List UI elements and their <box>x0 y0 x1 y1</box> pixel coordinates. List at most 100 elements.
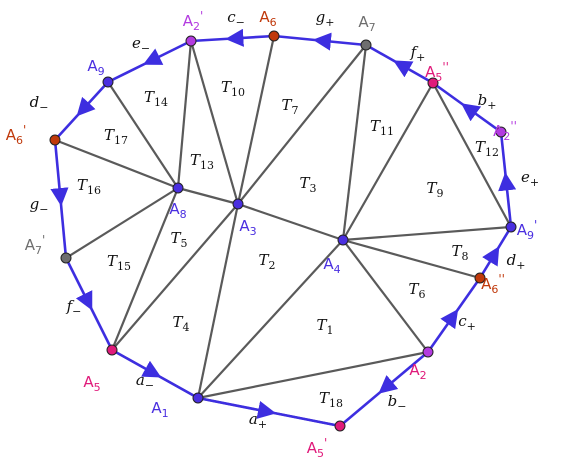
vertex-label-A9: A9 <box>87 57 104 78</box>
vertex-label-A5pp: A5'' <box>425 60 449 84</box>
boundary-edge-A1-A5p <box>197 396 341 428</box>
edge-A3-A2p <box>189 40 240 205</box>
edge-A8-A2p <box>176 40 193 189</box>
triangle-label-13: T13 <box>190 151 214 172</box>
edge-label-c-minus: c− <box>227 8 245 29</box>
vertex-A3 <box>232 198 244 210</box>
edge-A4-A9p <box>342 225 512 242</box>
boundary-edge-A2-A6pp <box>426 277 482 353</box>
triangle-label-17: T17 <box>104 126 128 147</box>
triangle-label-14: T14 <box>144 88 168 109</box>
triangle-labels: T1T2T3T4T5T6T7T8T9T10T11T12T13T14T15T16T… <box>77 78 499 410</box>
triangle-label-5: T5 <box>170 229 187 250</box>
triangle-label-8: T8 <box>451 242 468 263</box>
triangle-label-11: T11 <box>370 117 394 138</box>
triangle-label-1: T1 <box>316 316 333 337</box>
vertex-A1 <box>192 392 204 404</box>
edge-A3-A6 <box>236 35 276 205</box>
edge-A4-A5pp <box>342 82 434 241</box>
vertex-label-A6: A6 <box>259 8 276 29</box>
edge-label-f-minus: f− <box>66 297 82 318</box>
vertex-A7p <box>60 252 72 264</box>
boundary-edge-A2p-A9 <box>107 39 192 84</box>
vertex-A4 <box>337 234 349 246</box>
triangle-label-7: T7 <box>281 96 298 117</box>
vertex-label-A7: A7 <box>358 13 375 34</box>
boundary-edges <box>50 28 517 428</box>
edge-label-e-plus: e+ <box>521 168 539 189</box>
vertex-label-A2p: A2' <box>183 9 204 33</box>
edge-label-a-minus: a− <box>136 371 154 392</box>
triangle-label-6: T6 <box>408 280 425 301</box>
boundary-edge-A5pp-A7 <box>365 43 434 85</box>
edge-label-g-minus: g− <box>30 195 49 216</box>
vertex-label-A9p: A9' <box>517 218 538 242</box>
vertex-labels: A1A2A3A4A5A5'A5''A6A6'A6''A7A7'A8A9A9'A2… <box>6 8 538 460</box>
edge-A1-A4 <box>197 239 344 399</box>
vertex-A2pp <box>495 126 507 138</box>
edge-A1-A3 <box>196 203 240 399</box>
vertex-A6 <box>268 30 280 42</box>
vertex-label-A2: A2 <box>409 361 426 382</box>
vertex-label-A6p: A6' <box>6 123 27 147</box>
edge-A3-A7 <box>237 44 367 205</box>
vertex-A6pp <box>474 272 486 284</box>
edge-label-b-minus: b− <box>388 392 407 413</box>
triangle-label-12: T12 <box>475 138 499 159</box>
vertex-A2p <box>185 35 197 47</box>
boundary-edge-A6p-A7p <box>50 139 69 259</box>
vertex-label-A5: A5 <box>83 373 100 394</box>
edge-A8-A7p <box>65 187 179 259</box>
triangle-label-10: T10 <box>221 78 245 99</box>
edge-A5pp-A9p <box>432 82 512 228</box>
vertex-label-A6pp: A6'' <box>481 272 505 296</box>
edge-label-c-plus: c+ <box>458 312 476 333</box>
vertex-label-A4: A4 <box>323 255 340 276</box>
edge-labels: a+ a− b− b+ c+ c− d+ d− e+ e− f+ f− g+ g− <box>30 8 539 431</box>
edge-label-f-plus: f+ <box>410 43 426 64</box>
vertex-label-A5p: A5' <box>307 436 328 460</box>
boundary-edge-A2-A5p <box>339 351 429 427</box>
triangle-label-9: T9 <box>426 179 443 200</box>
edge-label-e-minus: e− <box>132 34 150 55</box>
vertex-label-A3: A3 <box>239 217 256 238</box>
vertex-A8 <box>172 182 184 194</box>
edge-A8-A3 <box>177 186 239 206</box>
interior-edges <box>54 35 512 428</box>
triangle-label-3: T3 <box>299 174 316 195</box>
triangle-label-4: T4 <box>172 313 189 334</box>
triangle-label-15: T15 <box>107 252 131 273</box>
edge-A5-A8 <box>110 187 180 351</box>
boundary-edge-A6pp-A9p <box>478 226 513 279</box>
vertex-label-A2pp: A2'' <box>493 119 517 143</box>
triangle-label-18: T18 <box>319 389 343 410</box>
vertex-A9 <box>102 76 114 88</box>
edge-A2-A4 <box>342 239 429 353</box>
edge-label-d-plus: d+ <box>507 251 526 272</box>
vertex-A6p <box>49 134 61 146</box>
vertex-A7 <box>360 39 372 51</box>
vertex-A5 <box>106 344 118 356</box>
vertex-label-A7p: A7' <box>25 233 46 257</box>
triangle-label-16: T16 <box>77 176 101 197</box>
edge-A4-A6pp <box>342 238 481 280</box>
vertex-A5p <box>334 420 346 432</box>
boundary-edge-A7p-A5 <box>64 257 114 351</box>
edge-A4-A7 <box>341 44 368 241</box>
vertex-A5pp <box>427 77 439 89</box>
vertex-label-A1: A1 <box>151 399 168 420</box>
boundary-edge-A9p-A2pp <box>498 131 517 228</box>
edge-label-b-plus: b+ <box>478 91 497 112</box>
boundary-edge-A6-A2p <box>190 28 275 47</box>
edge-A3-A4 <box>237 202 344 242</box>
edge-A5-A3 <box>111 203 239 351</box>
edge-label-a-plus: a+ <box>249 410 267 431</box>
edge-label-d-minus: d− <box>30 93 49 114</box>
boundary-edge-A7-A6 <box>273 32 367 51</box>
boundary-edge-A9-A6p <box>54 81 109 141</box>
triangle-label-2: T2 <box>258 251 275 272</box>
edge-label-g-plus: g+ <box>316 8 335 29</box>
boundary-edge-A2pp-A5pp <box>432 81 502 134</box>
vertex-A2 <box>422 346 434 358</box>
